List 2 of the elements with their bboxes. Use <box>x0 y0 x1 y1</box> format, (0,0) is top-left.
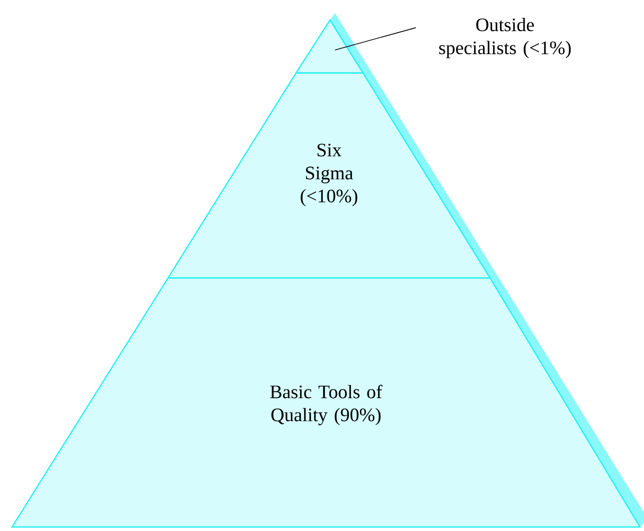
leader-line <box>334 27 416 50</box>
callout-label: Outside specialists (<1%) <box>439 18 571 58</box>
